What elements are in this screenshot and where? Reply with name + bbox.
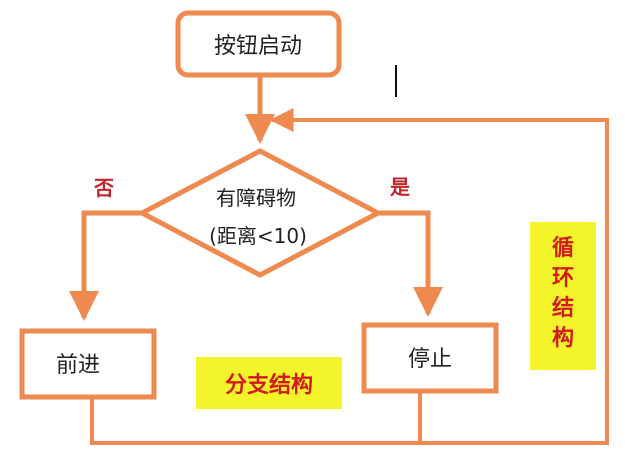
decision-label-line2: (距离<10) <box>209 224 307 248</box>
forward-node-label: 前进 <box>56 353 100 378</box>
edge-decision-to-stop <box>378 210 443 317</box>
loop-char-4: 构 <box>552 325 574 351</box>
branch-structure-label: 分支结构 <box>225 372 313 398</box>
edge-label-no: 否 <box>93 176 114 200</box>
loop-structure-note: 循 环 结 构 <box>530 222 596 370</box>
loop-char-3: 结 <box>552 295 574 321</box>
loop-char-1: 循 <box>552 235 574 261</box>
decision-label-line1: 有障碍物 <box>216 186 296 210</box>
loop-char-2: 环 <box>552 266 574 291</box>
start-node: 按钮启动 <box>175 10 342 78</box>
edge-decision-to-forward <box>69 210 142 321</box>
edge-forward-merge <box>90 397 420 445</box>
start-node-label: 按钮启动 <box>214 34 302 59</box>
stop-node: 停止 <box>361 322 499 394</box>
stop-node-label: 停止 <box>408 347 452 372</box>
edge-loop-back <box>269 108 609 445</box>
branch-structure-note: 分支结构 <box>196 357 342 409</box>
decision-node: 有障碍物 (距离<10) <box>136 148 384 278</box>
forward-node: 前进 <box>19 328 157 400</box>
edge-label-yes: 是 <box>389 175 410 199</box>
